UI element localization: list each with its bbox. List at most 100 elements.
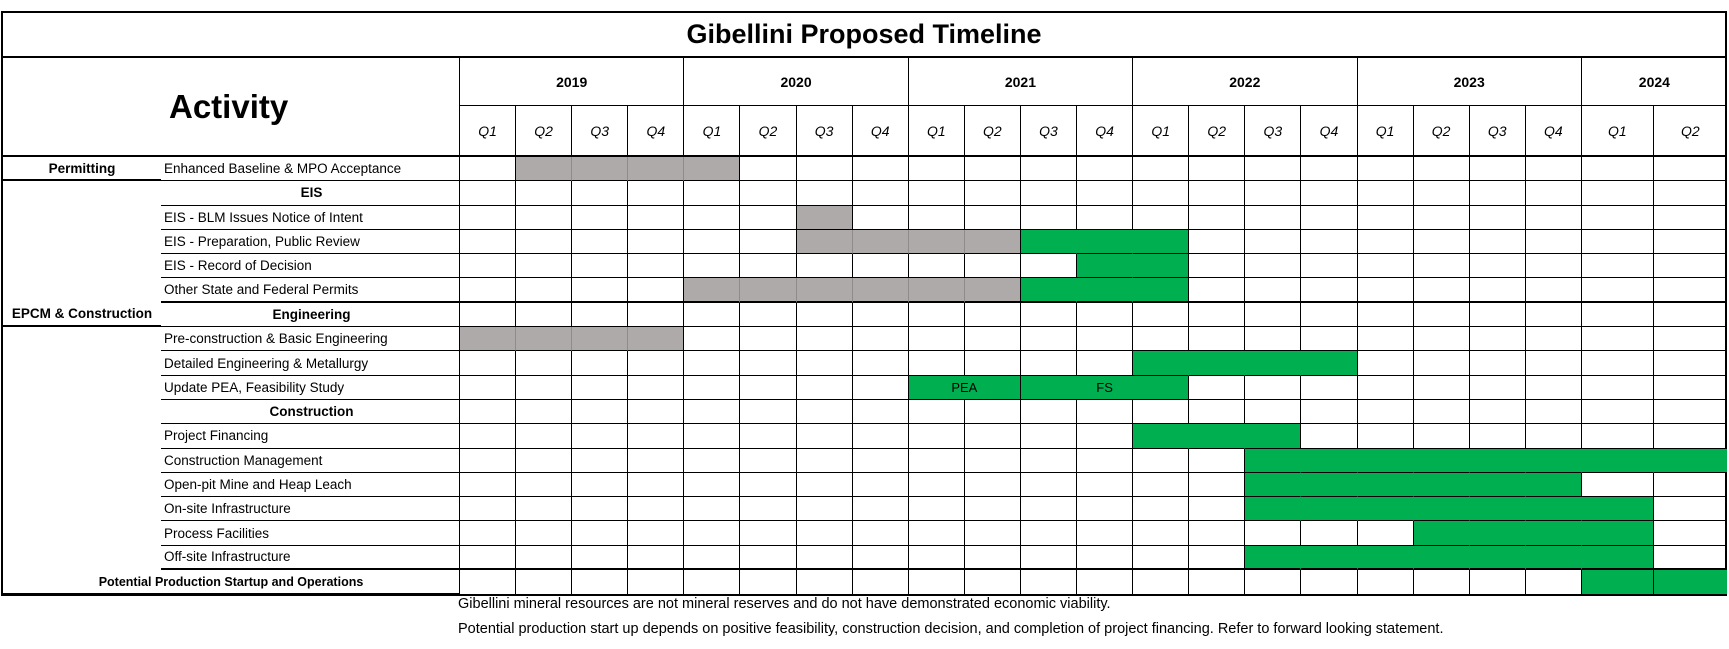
empty-cell (515, 424, 572, 449)
empty-cell (1468, 302, 1525, 328)
empty-cell (1188, 521, 1245, 546)
empty-cell (571, 278, 628, 303)
empty-cell (795, 448, 852, 473)
empty-cell (1188, 497, 1245, 522)
quarter-label: Q4 (1300, 106, 1357, 157)
empty-cell (1019, 205, 1077, 230)
empty-cell (1468, 205, 1525, 230)
empty-cell (1300, 399, 1357, 425)
empty-cell (1076, 545, 1133, 571)
empty-cell (739, 181, 796, 206)
empty-cell (627, 545, 684, 571)
empty-cell (963, 327, 1020, 352)
empty-cell (795, 375, 852, 400)
empty-cell (1019, 157, 1077, 182)
empty-cell (627, 181, 684, 206)
quarter-label: Q1 (683, 106, 740, 157)
empty-cell (515, 205, 572, 230)
empty-cell (627, 472, 684, 498)
empty-cell (1019, 472, 1077, 498)
empty-cell (795, 472, 852, 498)
empty-cell (1132, 521, 1189, 546)
empty-cell (795, 302, 852, 328)
activity-label: Update PEA, Feasibility Study (161, 376, 459, 400)
activity-label: Process Facilities (161, 521, 459, 546)
empty-cell (1468, 254, 1525, 279)
empty-cell (1300, 302, 1357, 328)
empty-cell (1580, 327, 1653, 352)
empty-cell (459, 375, 516, 400)
empty-cell (1580, 351, 1653, 376)
gray-bar-cell (907, 229, 964, 255)
empty-cell (1356, 399, 1413, 425)
empty-cell (1188, 229, 1245, 255)
empty-cell (1412, 157, 1469, 182)
activity-label: Construction Management (161, 449, 459, 473)
empty-cell (1412, 254, 1469, 279)
empty-cell (1300, 205, 1357, 230)
empty-cell (627, 448, 684, 473)
empty-cell (963, 351, 1020, 376)
activity-label: EIS - BLM Issues Notice of Intent (161, 206, 459, 230)
empty-cell (1300, 181, 1357, 206)
empty-cell (571, 472, 628, 498)
empty-cell (963, 205, 1020, 230)
green-bar-cell (1468, 521, 1525, 546)
empty-cell (1019, 399, 1077, 425)
green-bar-cell (1132, 254, 1189, 279)
gray-bar-cell (851, 229, 908, 255)
activity-label: Off-site Infrastructure (161, 546, 459, 571)
empty-cell (515, 472, 572, 498)
empty-cell (1132, 497, 1189, 522)
empty-cell (1412, 278, 1469, 303)
green-bar-cell (1412, 521, 1469, 546)
group-label: Permitting (3, 157, 161, 182)
empty-cell (515, 351, 572, 376)
empty-cell (1356, 302, 1413, 328)
empty-cell (459, 181, 516, 206)
empty-cell (851, 254, 908, 279)
empty-cell (683, 570, 739, 595)
empty-cell (1356, 205, 1413, 230)
empty-cell (1580, 181, 1653, 206)
empty-cell (1652, 302, 1727, 328)
green-bar-cell (1244, 472, 1301, 498)
empty-cell (683, 351, 740, 376)
empty-cell (1076, 181, 1133, 206)
empty-cell (515, 521, 572, 546)
green-bar-cell (1356, 448, 1413, 473)
empty-cell (907, 521, 964, 546)
empty-cell (851, 545, 908, 571)
empty-cell (907, 302, 964, 328)
quarter-label: Q2 (515, 106, 572, 157)
green-bar-cell (1019, 278, 1077, 303)
empty-cell (627, 254, 684, 279)
activity-label: EIS (161, 181, 459, 206)
empty-cell (459, 399, 516, 425)
green-bar-cell (1468, 545, 1525, 571)
green-bar-cell (1468, 472, 1525, 498)
empty-cell (1300, 521, 1357, 546)
empty-cell (571, 521, 628, 546)
empty-cell (515, 399, 572, 425)
empty-cell (1076, 424, 1133, 449)
empty-cell (1244, 229, 1301, 255)
bar-label: FS (1019, 375, 1189, 400)
quarter-label: Q1 (459, 106, 516, 157)
empty-cell (907, 424, 964, 449)
empty-cell (851, 157, 908, 182)
green-bar-cell (1524, 545, 1581, 571)
green-bar-cell (1300, 497, 1357, 522)
empty-cell (851, 375, 908, 400)
footnote-2: Potential production start up depends on… (458, 621, 1444, 637)
empty-cell (1300, 570, 1356, 595)
empty-cell (1468, 570, 1525, 595)
empty-cell (459, 254, 516, 279)
empty-cell (1412, 351, 1469, 376)
empty-cell (1524, 278, 1581, 303)
empty-cell (571, 448, 628, 473)
empty-cell (627, 375, 684, 400)
green-bar-cell (1132, 229, 1189, 255)
empty-cell (515, 181, 572, 206)
empty-cell (739, 205, 796, 230)
